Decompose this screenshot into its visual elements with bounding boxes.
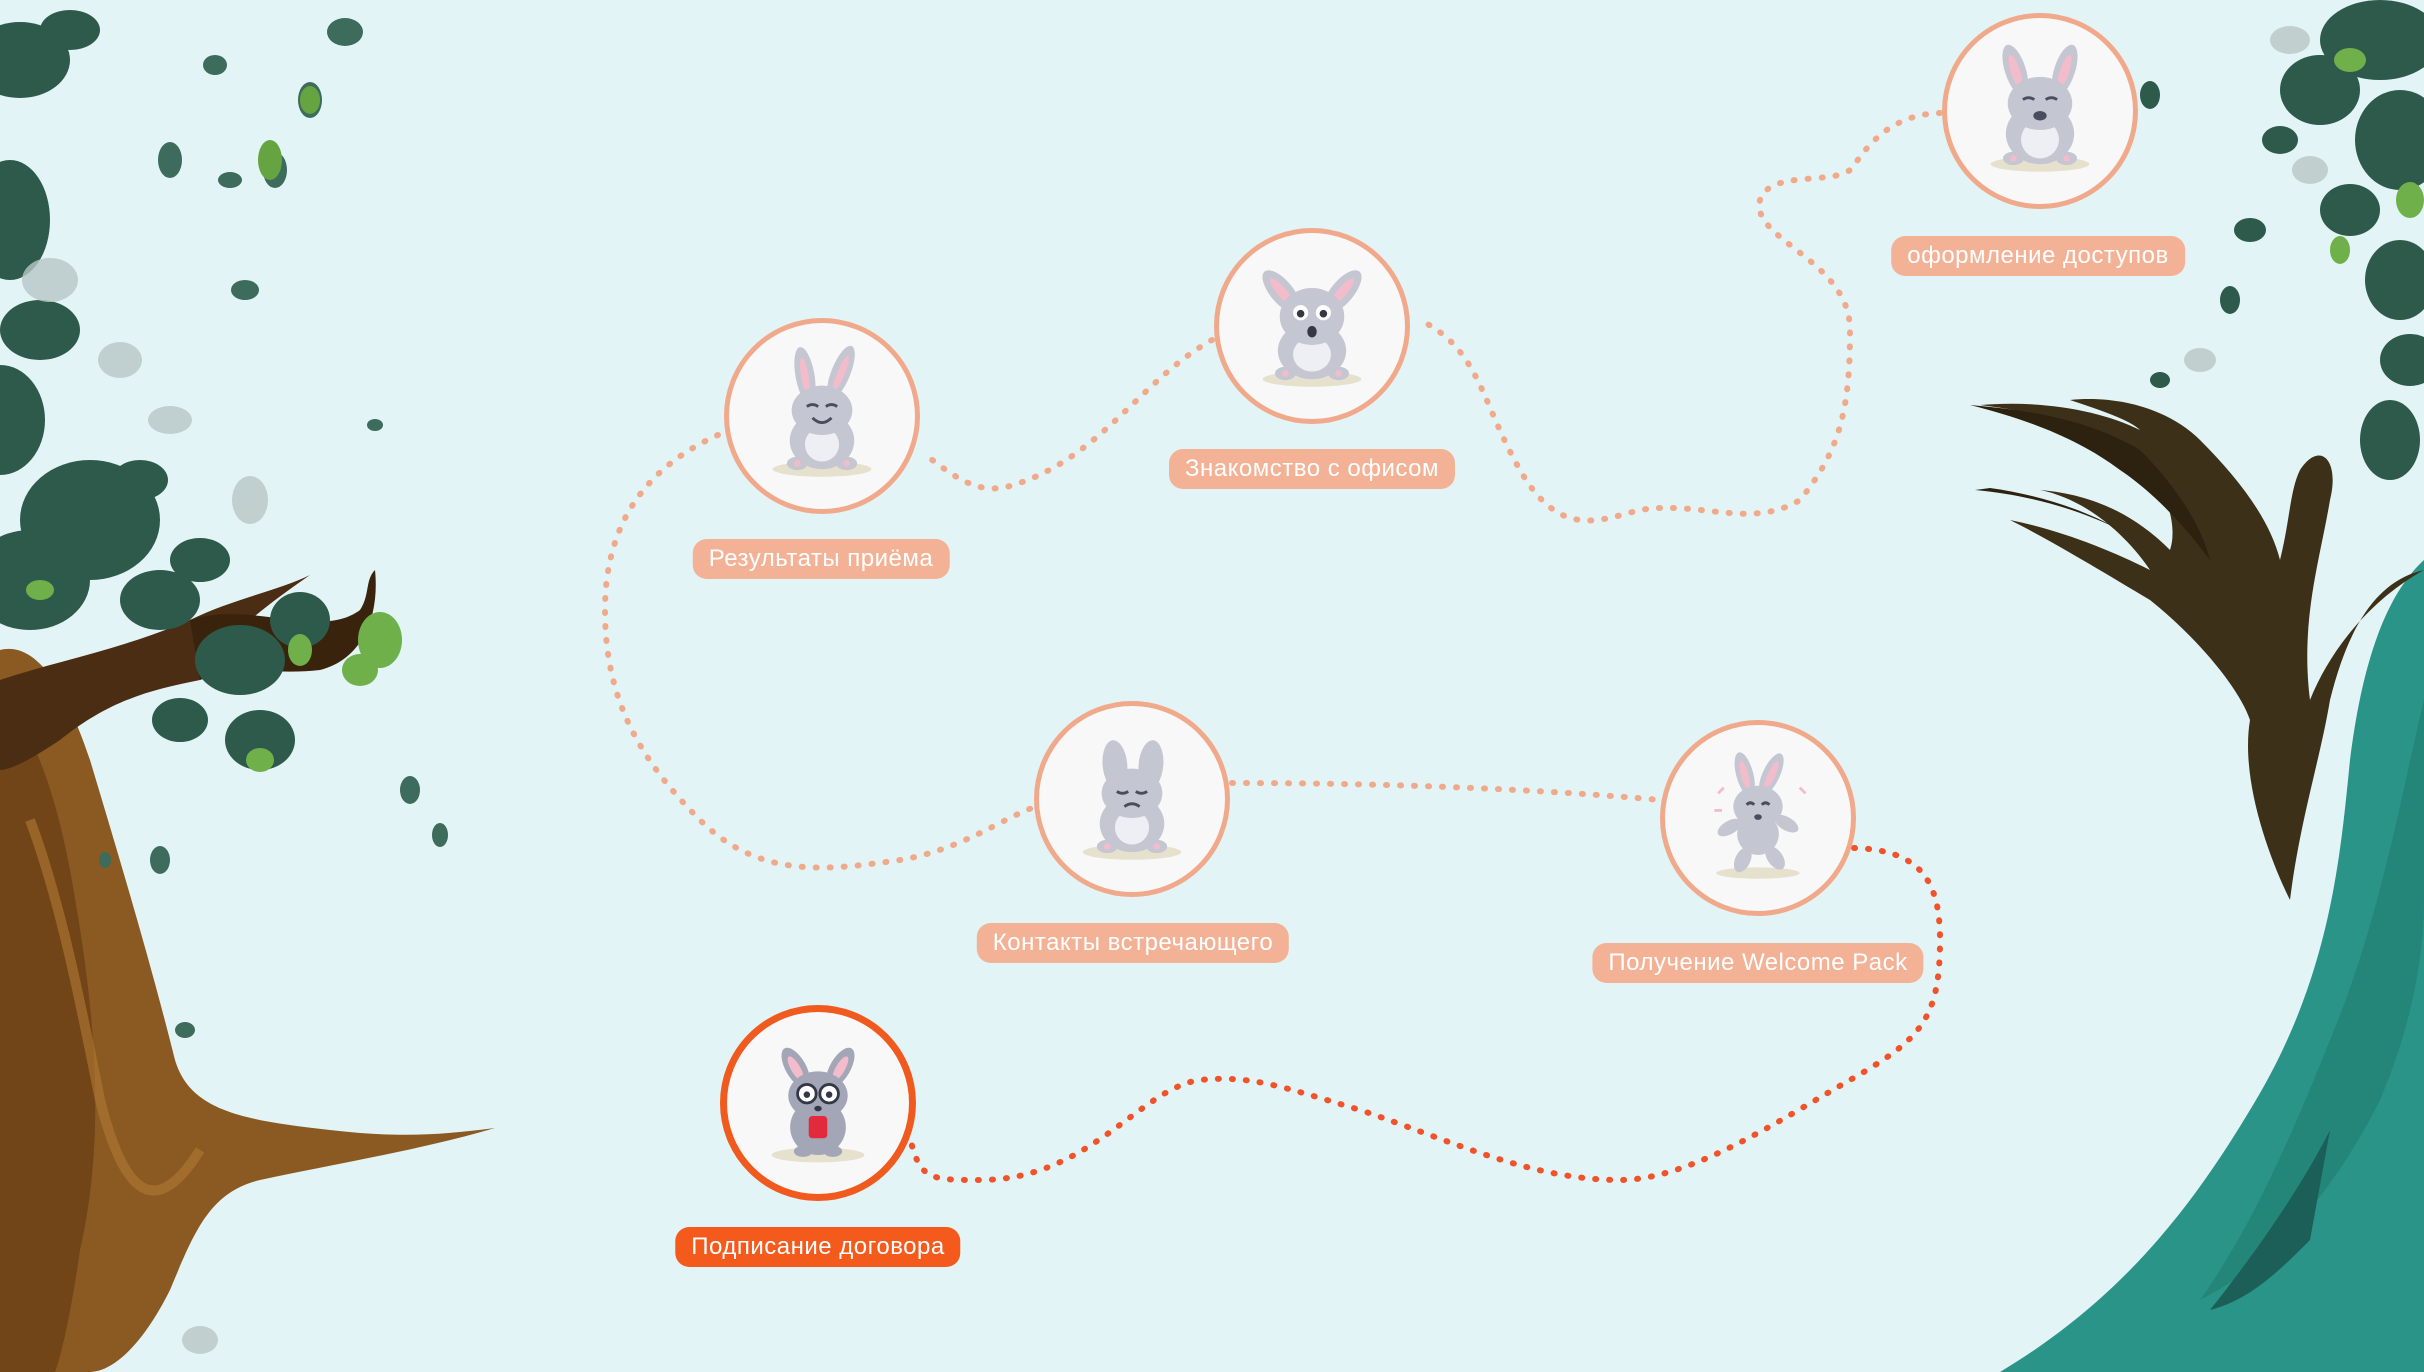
stage-label-results[interactable]: Результаты приёма [692, 539, 950, 579]
stage-node-contract[interactable] [720, 1005, 916, 1201]
left-tree-trunk [0, 648, 495, 1372]
stage-node-results[interactable] [724, 318, 920, 514]
right-tree-branch [1980, 399, 2424, 900]
bunny-surprised-icon [1262, 270, 1362, 387]
stage-label-welcome[interactable]: Получение Welcome Pack [1592, 943, 1924, 983]
path-segment-access-office [1417, 110, 1943, 524]
right-foliage [2140, 0, 2424, 480]
path-segment-welcome-contract[interactable] [907, 845, 1944, 1184]
stage-label-office[interactable]: Знакомство с офисом [1169, 449, 1455, 489]
stage-node-welcome[interactable] [1660, 720, 1856, 916]
bunny-smiling-icon [772, 345, 872, 477]
left-foliage [0, 10, 330, 770]
path-segment-contacts-welcome [1229, 780, 1663, 803]
stage-label-contacts[interactable]: Контакты встречающего [976, 923, 1290, 963]
bunny-sad-icon [1082, 740, 1182, 860]
bunny-crying-icon [1990, 44, 2090, 172]
stage-label-contract[interactable]: Подписание договора [675, 1227, 961, 1267]
stage-node-access[interactable] [1942, 13, 2138, 209]
stage-node-contacts[interactable] [1034, 701, 1230, 897]
stage-node-office[interactable] [1214, 228, 1410, 424]
bunny-dancing-icon [1714, 752, 1807, 879]
path-segment-results-contacts [601, 432, 1035, 871]
stage-label-access[interactable]: оформление доступов [1891, 236, 2185, 276]
bunny-glasses-icon [771, 1047, 865, 1163]
